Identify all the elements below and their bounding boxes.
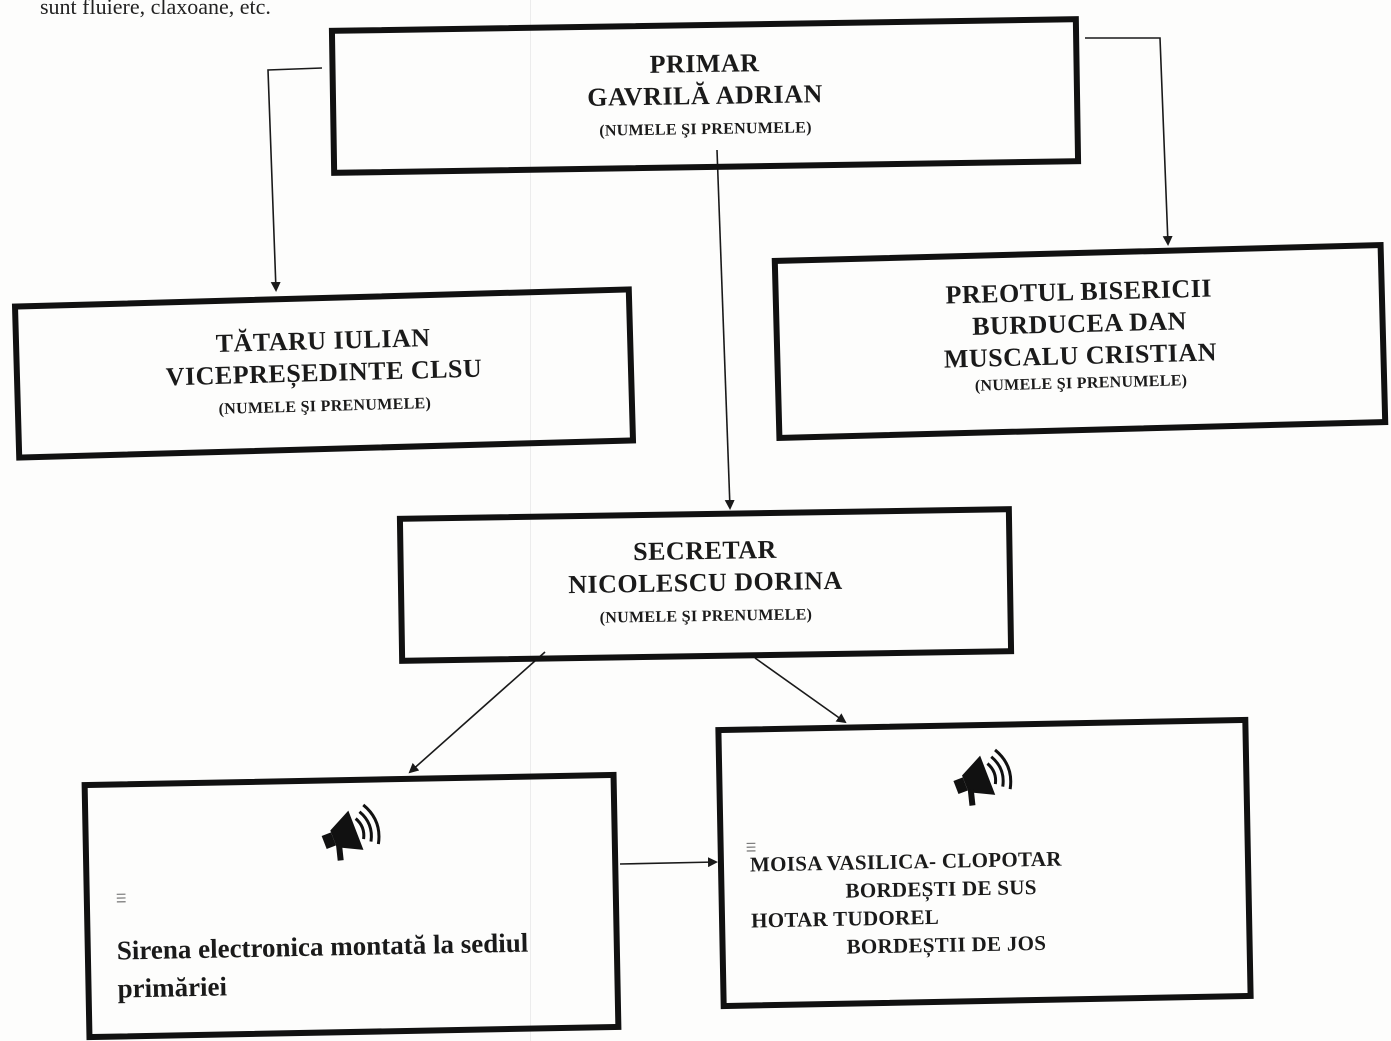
node-sirena: ☰ Sirena electronica montată la sediul p…: [81, 771, 622, 1041]
edge-primar-secretar: [716, 149, 735, 510]
edge-sirena-clopotari: [619, 857, 718, 868]
edge-secretar-clopotari: [754, 657, 847, 724]
node-primar: PRIMAR GAVRILĂ ADRIAN (NUMELE ŞI PRENUME…: [328, 16, 1082, 176]
megaphone-icon: [321, 803, 381, 861]
edge-secretar-sirena: [408, 651, 546, 774]
node-preot: PREOTUL BISERICII BURDUCEA DAN MUSCALU C…: [771, 242, 1389, 441]
node-vicepresedinte: TĂTARU IULIAN VICEPREȘEDINTE CLSU (NUMEL…: [11, 286, 637, 461]
page-fold-line: [530, 0, 531, 1041]
primar-note: (NUMELE ŞI PRENUMELE): [599, 119, 812, 140]
edge-primar-vicepresedinte: [267, 67, 323, 292]
header-text-fragment: sunt fluiere, claxoane, etc.: [40, 0, 271, 19]
node-secretar: SECRETAR NICOLESCU DORINA (NUMELE ŞI PRE…: [396, 506, 1015, 664]
secretar-note: (NUMELE ŞI PRENUMELE): [599, 606, 813, 627]
edge-primar-preot: [1085, 37, 1173, 246]
sirena-text: Sirena electronica montată la sediul pri…: [116, 927, 529, 1004]
clopotari-list: MOISA VASILICA- CLOPOTAR BORDEȘTI DE SUS…: [750, 841, 1232, 962]
megaphone-icon: [953, 748, 1013, 806]
text-lines-icon: ☰: [115, 891, 127, 906]
node-clopotari: ☰ MOISA VASILICA- CLOPOTAR BORDEȘTI DE S…: [715, 716, 1254, 1010]
